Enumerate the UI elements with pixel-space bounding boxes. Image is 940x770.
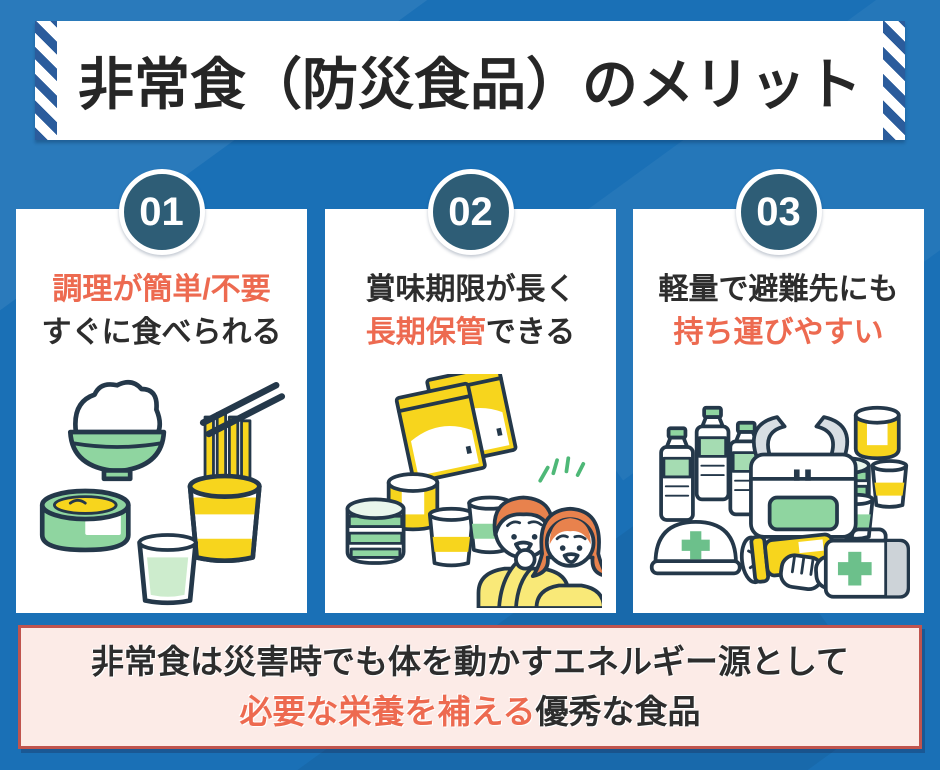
rice-bowl-icon: [67, 379, 166, 482]
food-pouches-icon: [394, 374, 517, 484]
merit-number-badge-3: 03: [735, 169, 822, 255]
stripe-edge-left: [35, 21, 57, 140]
long-term-storage-illustration: [345, 374, 602, 608]
merit-card-3: 03 軽量で避難先にも 持ち運びやすい: [633, 169, 924, 613]
heading-dark-text: すぐに食べられる: [41, 316, 282, 349]
helmet-icon: [649, 520, 742, 576]
page-title: 非常食（防災食品）のメリット: [78, 53, 862, 116]
summary-banner: 非常食は災害時でも体を動かすエネルギー源として 必要な栄養を補える優秀な食品: [18, 625, 922, 749]
woman-illustration: [530, 506, 602, 608]
merit-heading-2: 賞味期限が長く 長期保管できる: [325, 268, 616, 354]
summary-line-1: 非常食は災害時でも体を動かすエネルギー源として: [21, 637, 919, 687]
merit-card-1: 01 調理が簡単/不要 すぐに食べられる: [16, 169, 307, 613]
first-aid-kit-icon: [823, 527, 910, 599]
canned-goods-icon: [345, 472, 512, 568]
emergency-bag-icon: [748, 415, 858, 539]
merit-number-badge-1: 01: [118, 169, 205, 255]
instant-foods-illustration: [39, 379, 285, 606]
summary-dark-text: 非常食は災害時でも体を動かすエネルギー源として: [90, 643, 849, 680]
heading-accent-text: 持ち運びやすい: [673, 316, 884, 349]
heading-line: 長期保管できる: [325, 311, 616, 354]
stripe-edge-right: [883, 21, 905, 140]
water-glass-icon: [136, 533, 198, 606]
summary-accent-text: 必要な栄養を補える: [239, 693, 536, 730]
merit-card-2: 02 賞味期限が長く 長期保管できる: [325, 169, 616, 613]
merit-heading-1: 調理が簡単/不要 すぐに食べられる: [16, 268, 307, 354]
merit-number-badge-2: 02: [427, 169, 514, 255]
heading-line: すぐに食べられる: [16, 311, 307, 354]
title-banner: 非常食（防災食品）のメリット: [35, 21, 905, 140]
canned-food-icon: [39, 488, 131, 553]
heading-dark-text: できる: [485, 316, 576, 349]
portable-supplies-illustration: [649, 405, 910, 599]
heading-dark-text: 軽量で避難先にも: [658, 273, 899, 306]
summary-dark-text: 優秀な食品: [535, 693, 701, 730]
cup-noodle-icon: [187, 381, 285, 564]
heading-accent-text: 調理が簡単/不要: [52, 273, 271, 306]
water-bottles-icon: [658, 405, 764, 522]
heading-line: 調理が簡単/不要: [16, 268, 307, 311]
heading-dark-text: 賞味期限が長く: [365, 273, 576, 306]
merit-heading-3: 軽量で避難先にも 持ち運びやすい: [633, 268, 924, 354]
heading-line: 持ち運びやすい: [633, 311, 924, 354]
sparkle-icon: [537, 456, 585, 483]
heading-line: 軽量で避難先にも: [633, 268, 924, 311]
heading-accent-text: 長期保管: [365, 316, 486, 349]
heading-line: 賞味期限が長く: [325, 268, 616, 311]
summary-line-2: 必要な栄養を補える優秀な食品: [21, 687, 919, 737]
